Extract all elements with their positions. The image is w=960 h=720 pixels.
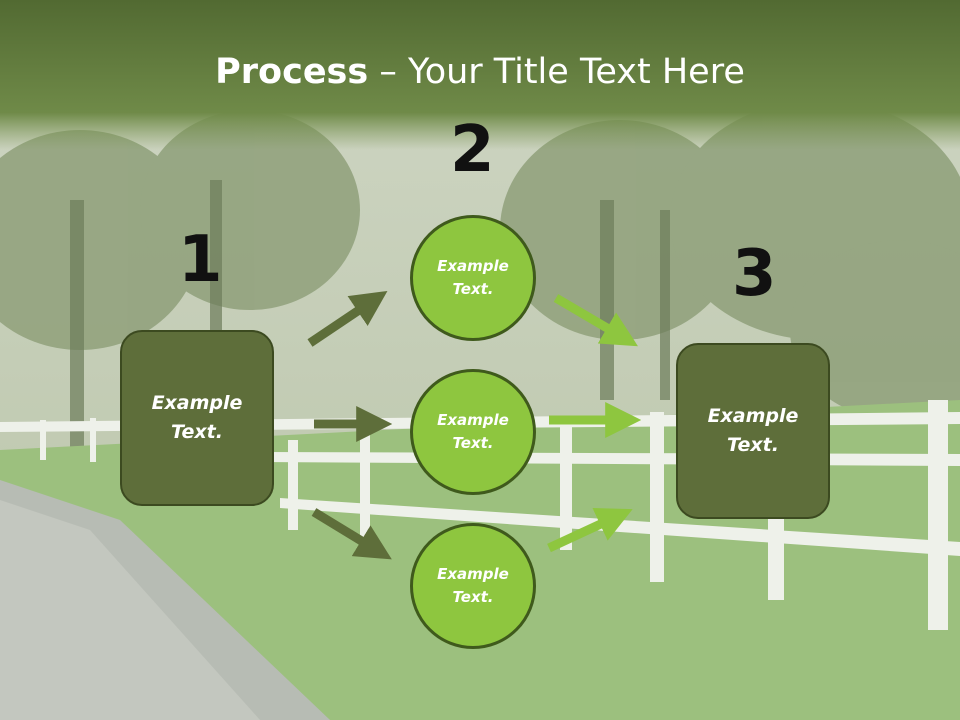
box-end-line1: Example [707, 405, 799, 427]
arrow-to-top-circle [307, 290, 388, 347]
circle-bottom-line2: Text. [452, 588, 494, 606]
arrow-from-top-circle [553, 294, 638, 347]
circle-middle-line1: Example [437, 411, 509, 429]
circle-middle-line2: Text. [452, 434, 494, 452]
arrow-to-bottom-circle [311, 508, 392, 560]
title-bold: Process [215, 52, 369, 92]
step-number-3: 3 [732, 237, 777, 311]
arrow-from-bottom-circle [547, 508, 633, 553]
circle-top-line2: Text. [452, 280, 494, 298]
slide-title: Process – Your Title Text Here [0, 52, 960, 92]
step-number-2: 2 [450, 113, 495, 187]
box-end-line2: Text. [727, 434, 779, 456]
circle-bottom-line1: Example [437, 565, 509, 583]
step-number-1: 1 [178, 223, 223, 297]
box-start-line2: Text. [171, 421, 223, 443]
title-rest: – Your Title Text Here [368, 52, 745, 92]
box-start-line1: Example [151, 392, 243, 414]
circle-top-line1: Example [437, 257, 509, 275]
